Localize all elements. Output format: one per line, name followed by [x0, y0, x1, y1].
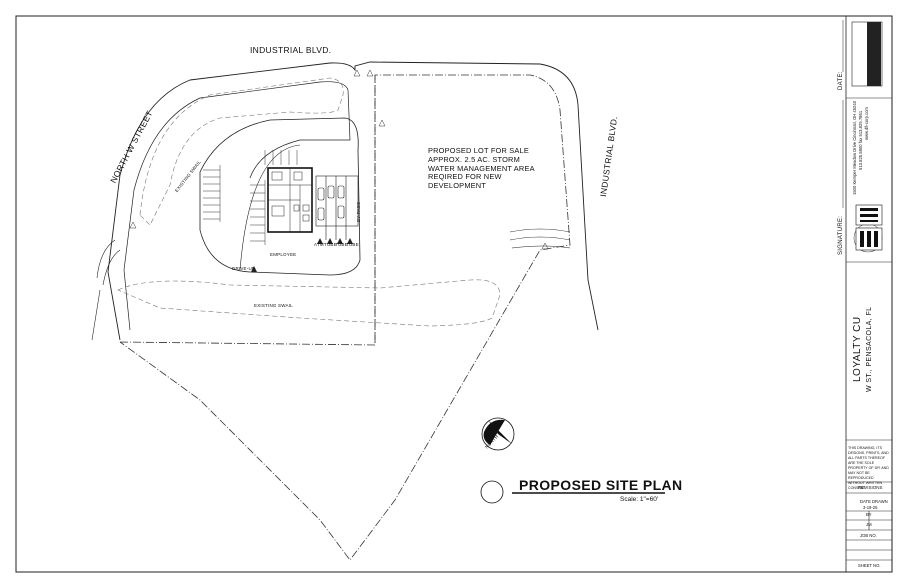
swail-bottom — [117, 279, 501, 327]
date-drawn-label: DATE DRAWN — [860, 499, 888, 504]
lane-label-tube-3: TUBE — [346, 242, 359, 247]
date-label: DATE: — [838, 71, 844, 90]
parking-stalls-inner — [250, 180, 266, 245]
building-interior — [268, 168, 312, 232]
firm-phone: 513.825.5800 fax 513.825.7861 — [858, 110, 863, 170]
street-label-industrial-top: INDUSTRIAL BLVD. — [250, 45, 332, 55]
site-pavement — [199, 117, 361, 276]
employee-label: EMPLOYEE — [270, 252, 297, 257]
lane-label-atm: ATM — [314, 242, 324, 247]
drive-up-label: DRIVE-UP — [232, 266, 256, 271]
drive-thru-cars — [317, 185, 345, 221]
disclaimer-text: THIS DRAWING, ITS DESIGNS, PRINTS, AND A… — [848, 446, 889, 490]
project-location: W ST., PENSACOLA, FL — [866, 306, 873, 392]
lane-label-tube-2: TUBE — [335, 242, 348, 247]
drive-thru-canopy — [315, 175, 359, 240]
project-name: LOYALTY CU — [852, 316, 863, 382]
road-outline-inner — [123, 81, 351, 331]
title-block-grid — [846, 97, 892, 561]
page-title: PROPOSED SITE PLAN — [519, 477, 683, 493]
parking-stalls-top — [264, 150, 298, 165]
parking-stalls-left — [203, 165, 221, 222]
swail-label-2: EXISTING SWAIL — [254, 303, 293, 308]
lane-arrows — [251, 238, 353, 272]
proposed-lot-note: PROPOSED LOT FOR SALE APPROX. 2.5 AC. ST… — [428, 146, 535, 191]
revisions-label: REVISIONS — [858, 485, 883, 490]
dfi-logo-icon — [853, 204, 883, 253]
north-arrow-icon — [481, 417, 515, 451]
swail-top — [139, 77, 344, 226]
sheet-no-label: SHEET NO. — [858, 563, 881, 568]
sheet-border — [15, 15, 893, 573]
title-circle — [480, 480, 504, 504]
drive-lane-curve — [239, 144, 301, 271]
firm-logo-frame — [851, 21, 883, 87]
firm-address: 1500 Kemper Meadow Drive Cincinnati, OH … — [852, 100, 857, 195]
by-value: JM — [866, 522, 872, 527]
signature-label: SIGNATURE: — [838, 215, 844, 255]
scale-label: Scale: 1"=60' — [620, 496, 659, 503]
by-label: BY — [866, 512, 872, 517]
bypass-label: BY-PASS — [356, 201, 361, 222]
firm-web: www.dfi-corp.com — [864, 106, 869, 140]
right-entrance — [509, 228, 571, 249]
left-entrance — [91, 239, 121, 341]
job-no-label: JOB NO. — [860, 533, 877, 538]
road-outline-outer — [107, 61, 599, 341]
date-drawn-value: 3-19-25 — [863, 505, 878, 510]
property-line — [119, 74, 571, 561]
lane-label-tube-1: TUBE — [324, 242, 337, 247]
firm-logo-dark — [867, 22, 881, 86]
